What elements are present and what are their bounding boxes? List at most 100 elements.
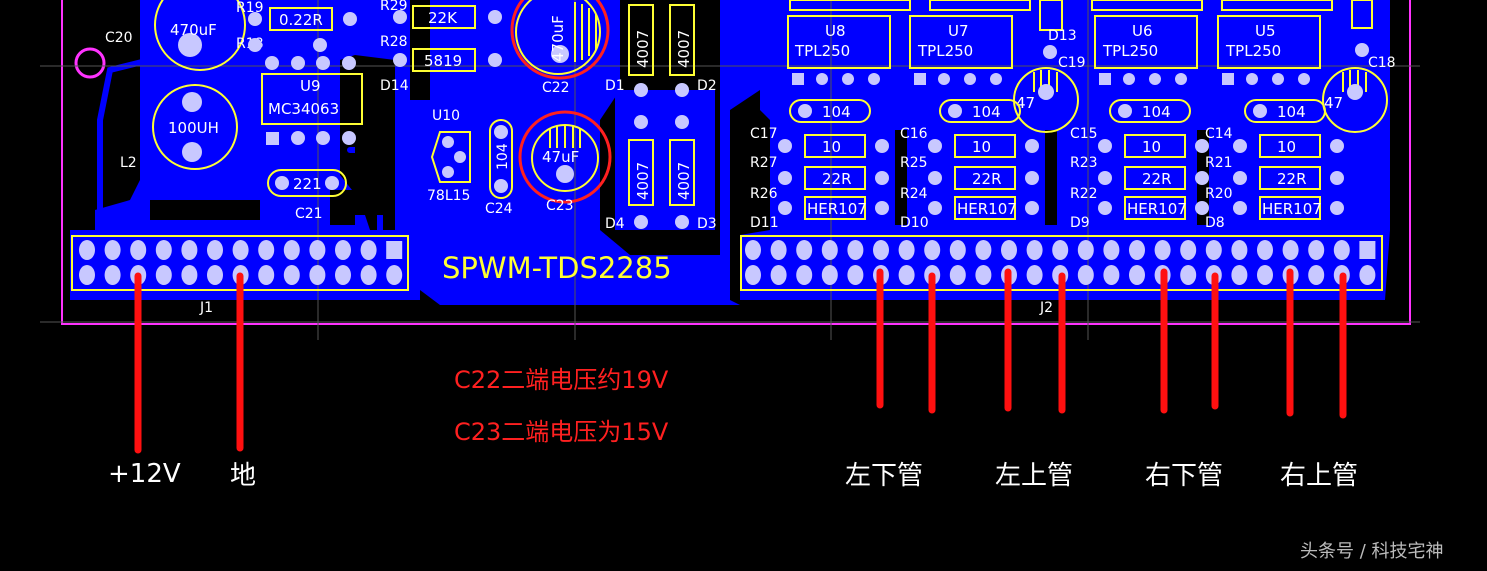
- header-pin: [1231, 265, 1248, 285]
- header-pin: [770, 265, 787, 285]
- pin1-square-pad: [1359, 241, 1376, 259]
- header-pin: [1077, 265, 1094, 285]
- header-pin: [1180, 265, 1197, 285]
- header-pin: [155, 265, 172, 285]
- pad: [1195, 171, 1209, 185]
- header-pin: [1077, 240, 1094, 260]
- chip-pins: [792, 73, 1310, 85]
- c23-value: 47uF: [542, 148, 579, 166]
- cap-outline: [1109, 99, 1191, 123]
- u6-ref: U6: [1132, 22, 1153, 40]
- header-pin: [360, 240, 377, 260]
- power-section: 470uF C20 R19 R18 0.22R U9 MC34063 100UH…: [105, 0, 717, 232]
- c21-value: 221: [293, 175, 322, 193]
- header-pin: [232, 240, 249, 260]
- c19-label: C19: [1058, 55, 1086, 71]
- c20-label: C20: [105, 30, 133, 46]
- header-pin: [1154, 240, 1171, 260]
- header-pin: [821, 240, 838, 260]
- header-pin: [1026, 240, 1043, 260]
- header-pin: [309, 240, 326, 260]
- u6-part: TPL250: [1102, 42, 1158, 60]
- c22-value: 470uF: [549, 15, 567, 62]
- d2-value: 4007: [675, 30, 693, 68]
- u10-part: 78L15: [427, 188, 470, 204]
- capacitor-c20: 470uF C20: [105, 0, 246, 71]
- header-pin: [1282, 240, 1299, 260]
- c22-label: C22: [542, 80, 570, 96]
- d3-label: D3: [697, 216, 717, 232]
- header-pin: [1129, 265, 1145, 285]
- board-title: SPWM-TDS2285: [442, 251, 672, 285]
- pad: [778, 171, 792, 185]
- label-right-high-side: 右上管: [1280, 461, 1358, 491]
- label-left-high-side: 左上管: [995, 461, 1073, 491]
- d13-label: D13: [1048, 28, 1077, 44]
- header-pin: [386, 265, 403, 285]
- header-pin: [130, 240, 147, 260]
- resistor-value: 10: [1142, 138, 1161, 156]
- u5-part: TPL250: [1225, 42, 1281, 60]
- diode-label: D8: [1205, 215, 1225, 231]
- c18-label: C18: [1368, 55, 1396, 71]
- c18-value: 47: [1324, 94, 1343, 112]
- label-plus12v: +12V: [108, 459, 181, 489]
- cap-value: 104: [822, 103, 851, 121]
- c24-value: 104: [495, 143, 511, 170]
- pad: [778, 139, 792, 153]
- resistor-value: 10: [1277, 138, 1296, 156]
- resistor-label: R25: [900, 155, 928, 171]
- c22-highlight-ring: [510, 0, 610, 80]
- d14-value: 5819: [424, 52, 462, 70]
- resistor-outline: [1124, 166, 1186, 190]
- u5-ref: U5: [1255, 22, 1276, 40]
- pin-marker-lines: [134, 268, 1347, 454]
- header-pin: [335, 240, 351, 260]
- c19-value: 47: [1016, 94, 1035, 112]
- pad: [875, 171, 889, 185]
- header-pin: [1103, 265, 1120, 285]
- header-pin: [1129, 240, 1145, 260]
- resistor-outline: [1124, 134, 1186, 158]
- pad: [1233, 139, 1247, 153]
- pad: [1025, 139, 1039, 153]
- header-pin: [1026, 265, 1043, 285]
- regulator-u10: U10 78L15: [427, 108, 471, 204]
- header-pin: [949, 240, 966, 260]
- pad: [875, 201, 889, 215]
- pad: [1118, 104, 1132, 118]
- pad: [928, 201, 942, 215]
- cap-outline: [939, 99, 1021, 123]
- header-pin: [360, 265, 377, 285]
- resistor-outline: [954, 166, 1016, 190]
- resistor-value: 22R: [972, 170, 1002, 188]
- d1-label: D1: [605, 78, 625, 94]
- header-pin: [104, 240, 121, 260]
- header-pin: [155, 240, 172, 260]
- c21-label: C21: [295, 206, 323, 222]
- header-pin: [258, 240, 275, 260]
- r29-value: 22K: [428, 9, 458, 27]
- pad: [928, 139, 942, 153]
- resistor-label: R22: [1070, 186, 1098, 202]
- inductor-l2: 100UH L2: [120, 84, 238, 171]
- pad: [1195, 139, 1209, 153]
- pad: [1098, 171, 1112, 185]
- header-pin: [1231, 240, 1248, 260]
- pad: [1233, 171, 1247, 185]
- capacitor-c19: 47: [1013, 67, 1079, 133]
- header-pin: [898, 265, 915, 285]
- header-pin: [821, 265, 838, 285]
- label-ground: 地: [230, 461, 256, 491]
- d1-value: 4007: [634, 30, 652, 68]
- pad: [1330, 139, 1344, 153]
- capacitor-c18: 47: [1322, 67, 1388, 133]
- copper-gaps: [150, 0, 1209, 230]
- cap-label: C14: [1205, 126, 1233, 142]
- d4-value: 4007: [634, 162, 652, 200]
- resistor-value: 10: [972, 138, 991, 156]
- header-pin: [335, 265, 351, 285]
- connector-j1: J1: [71, 235, 409, 316]
- r19-value: 0.22R: [279, 11, 323, 29]
- capacitor-c23: 47uF C23: [518, 110, 612, 214]
